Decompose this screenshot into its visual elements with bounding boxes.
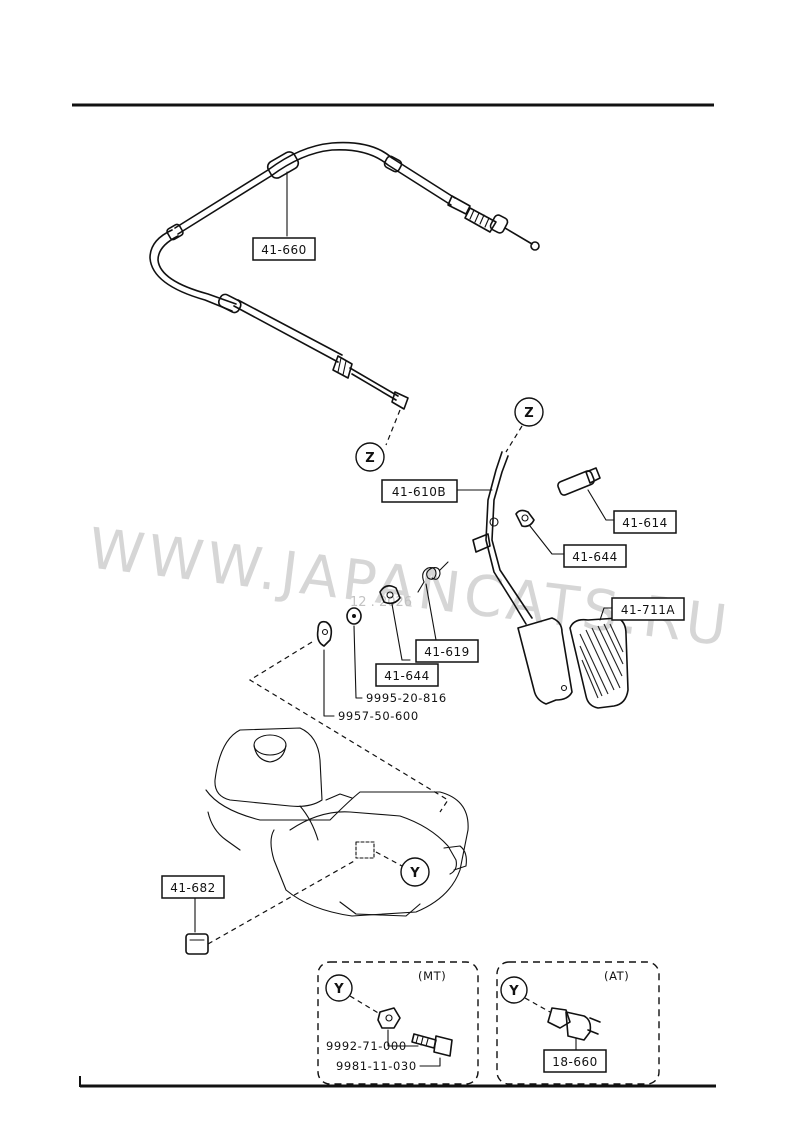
svg-text:41-614: 41-614: [622, 516, 668, 530]
part-label-41-682: 41-682: [161, 875, 225, 899]
leader-41-644-lower: [391, 603, 411, 661]
part-label-41-644-lower: 41-644: [375, 663, 439, 687]
z-link-line-cable: [385, 409, 401, 446]
clip: [316, 620, 333, 647]
stopper: [185, 933, 209, 955]
pedal-arm: [472, 451, 573, 705]
at-variant-panel: (AT) Y 18-660: [496, 961, 660, 1085]
svg-text:41-711A: 41-711A: [621, 603, 676, 617]
ref-circle-y-at: Y: [508, 984, 519, 999]
leader-9992-71-000: [387, 1029, 419, 1047]
leader-9995-20-816: [353, 625, 363, 699]
ref-circle-y-mt: Y: [333, 982, 344, 997]
part-label-41-644-upper: 41-644: [563, 544, 627, 568]
accelerator-cable: [149, 141, 540, 410]
svg-text:41-682: 41-682: [170, 881, 216, 895]
return-spring: [417, 561, 449, 593]
mt-variant-label: (MT): [418, 969, 446, 983]
svg-text:41-660: 41-660: [261, 243, 307, 257]
part-label-9981-11-030: 9981-11-030: [336, 1059, 417, 1073]
bushing-upper: [515, 509, 535, 528]
bushing-lower: [379, 584, 401, 605]
leader-41-614: [587, 489, 615, 521]
mt-variant-panel: (MT) Y 9992-71-000 9981-11-030: [317, 961, 479, 1085]
at-variant-label: (AT): [604, 969, 629, 983]
svg-text:41-644: 41-644: [384, 669, 430, 683]
ref-circle-z-pedal: Z: [514, 397, 544, 427]
leader-dashed-stopper: [207, 859, 357, 945]
watermark-text: WWW.JAPANCATS.RU: [85, 516, 734, 659]
pivot-pin: [557, 467, 601, 496]
svg-text:41-619: 41-619: [424, 645, 470, 659]
part-label-9995-20-816: 9995-20-816: [366, 691, 447, 705]
leader-41-644-upper: [529, 525, 565, 555]
watermark-date: 12 . 2026: [350, 595, 412, 610]
pedal-pad: [569, 617, 629, 709]
leader-dashed-clip-to-body: [248, 641, 449, 813]
svg-text:18-660: 18-660: [552, 1055, 598, 1069]
svg-text:Z: Z: [524, 406, 533, 421]
ref-circle-y-body: Y: [400, 857, 430, 887]
y-link-line-body: [375, 851, 403, 867]
svg-text:Z: Z: [365, 451, 374, 466]
part-label-41-711a: 41-711A: [611, 597, 685, 621]
part-label-41-610b: 41-610B: [381, 479, 458, 503]
part-label-41-660: 41-660: [252, 237, 316, 261]
watermark: WWW.JAPANCATS.RU 12 . 2026: [85, 516, 734, 659]
part-label-41-619: 41-619: [415, 639, 479, 663]
leader-9957-50-600: [323, 649, 335, 717]
washer: [346, 607, 362, 625]
part-label-18-660: 18-660: [543, 1049, 607, 1073]
svg-text:Y: Y: [409, 866, 420, 881]
svg-text:41-610B: 41-610B: [392, 485, 446, 499]
ref-circle-z-cable: Z: [355, 442, 385, 472]
part-label-9957-50-600: 9957-50-600: [338, 709, 419, 723]
part-label-41-614: 41-614: [613, 510, 677, 534]
z-link-line-pedal: [505, 425, 523, 453]
part-label-9992-71-000: 9992-71-000: [326, 1039, 407, 1053]
leader-41-711a: [599, 607, 615, 621]
body-panel: [205, 727, 469, 917]
svg-text:41-644: 41-644: [572, 550, 618, 564]
